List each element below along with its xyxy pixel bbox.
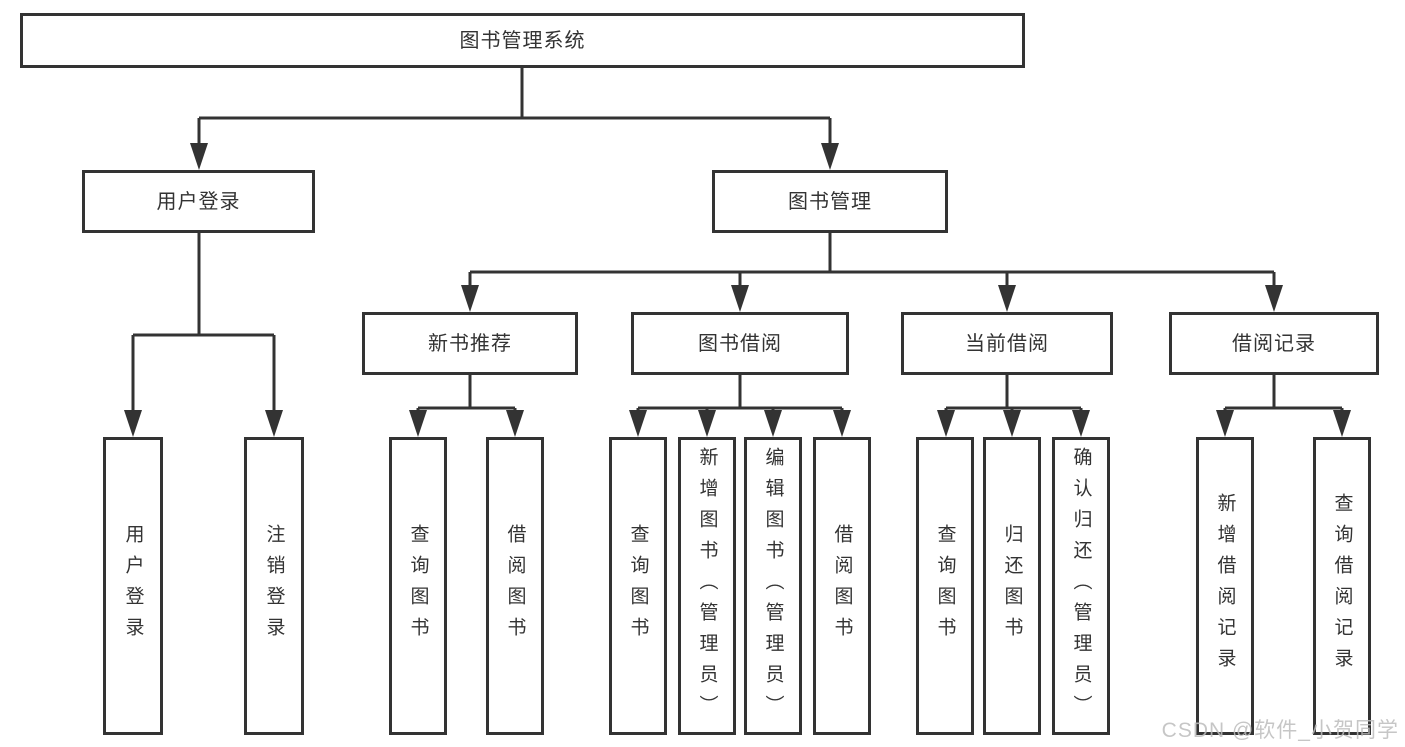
node-book-borrow: 图书借阅 [631,312,849,375]
node-root: 图书管理系统 [20,13,1025,68]
leaf-borrow-books-recommend: 借阅图书 [486,437,544,735]
node-borrow-records: 借阅记录 [1169,312,1379,375]
node-current-borrow: 当前借阅 [901,312,1113,375]
leaf-return-books: 归还图书 [983,437,1041,735]
leaf-query-books-recommend: 查询图书 [389,437,447,735]
leaf-edit-books-admin: 编辑图书（管理员） [744,437,802,735]
leaf-borrow-books: 借阅图书 [813,437,871,735]
node-user-login: 用户登录 [82,170,315,233]
leaf-confirm-return-admin: 确认归还（管理员） [1052,437,1110,735]
node-new-book-recommend: 新书推荐 [362,312,578,375]
leaf-query-books-borrow: 查询图书 [609,437,667,735]
leaf-query-borrow-record: 查询借阅记录 [1313,437,1371,735]
leaf-query-books-current: 查询图书 [916,437,974,735]
leaf-add-books-admin: 新增图书（管理员） [678,437,736,735]
leaf-add-borrow-record: 新增借阅记录 [1196,437,1254,735]
csdn-watermark: CSDN @软件_小贺同学 [1161,719,1399,742]
leaf-user-login: 用户登录 [103,437,163,735]
leaf-logout: 注销登录 [244,437,304,735]
node-book-management: 图书管理 [712,170,948,233]
